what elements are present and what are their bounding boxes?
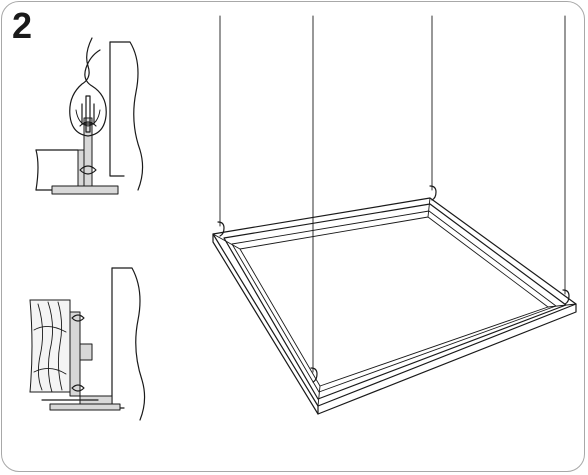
wood-wall-icon xyxy=(29,299,71,393)
suspension-wire-icon xyxy=(69,37,107,137)
hook-icon xyxy=(217,221,225,237)
step-number: 2 xyxy=(12,5,33,46)
hook-icon xyxy=(429,185,437,201)
wood-wall-detail xyxy=(29,267,146,421)
suspended-frame-icon xyxy=(212,197,577,415)
wire-hook-detail xyxy=(35,37,144,195)
frame-profile-icon xyxy=(69,311,113,405)
hook-icon xyxy=(562,289,570,305)
suspended-frame-illustration xyxy=(212,15,577,415)
hook-icon xyxy=(310,367,318,383)
